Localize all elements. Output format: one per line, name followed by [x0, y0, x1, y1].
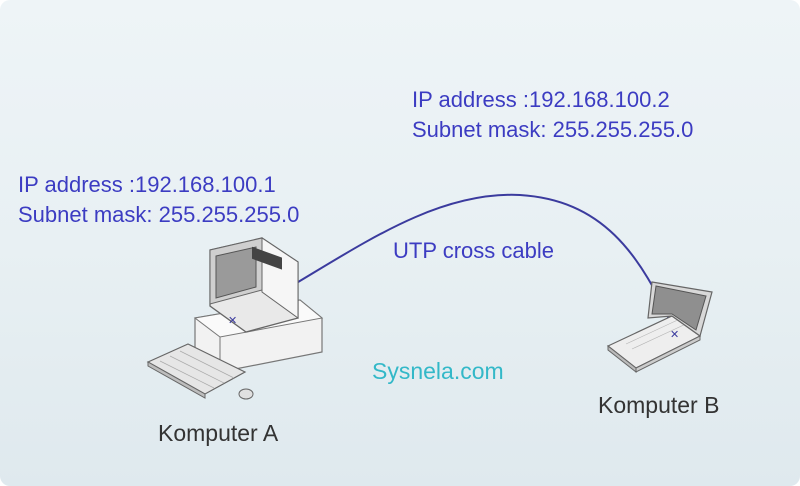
computer-a-subnet-mask: Subnet mask: 255.255.255.0: [18, 202, 300, 227]
svg-text:✕: ✕: [228, 314, 237, 327]
computer-b-subnet-mask: Subnet mask: 255.255.255.0: [412, 117, 694, 142]
computer-a-label: Komputer A: [158, 420, 279, 446]
cable-label: UTP cross cable: [393, 238, 554, 263]
computer-a-ip-address: IP address :192.168.100.1: [18, 172, 276, 197]
svg-text:✕: ✕: [670, 328, 679, 341]
desktop-computer-icon: ✕: [146, 237, 324, 400]
computer-a-network-config: IP address :192.168.100.1 Subnet mask: 2…: [18, 170, 299, 230]
utp-cross-cable: [233, 193, 677, 336]
computer-b-ip-address: IP address :192.168.100.2: [412, 87, 670, 112]
watermark: Sysnela.com: [372, 358, 504, 384]
laptop-computer-icon: ✕: [606, 281, 713, 374]
computer-b-network-config: IP address :192.168.100.2 Subnet mask: 2…: [412, 85, 693, 145]
computer-b-label: Komputer B: [598, 392, 720, 418]
